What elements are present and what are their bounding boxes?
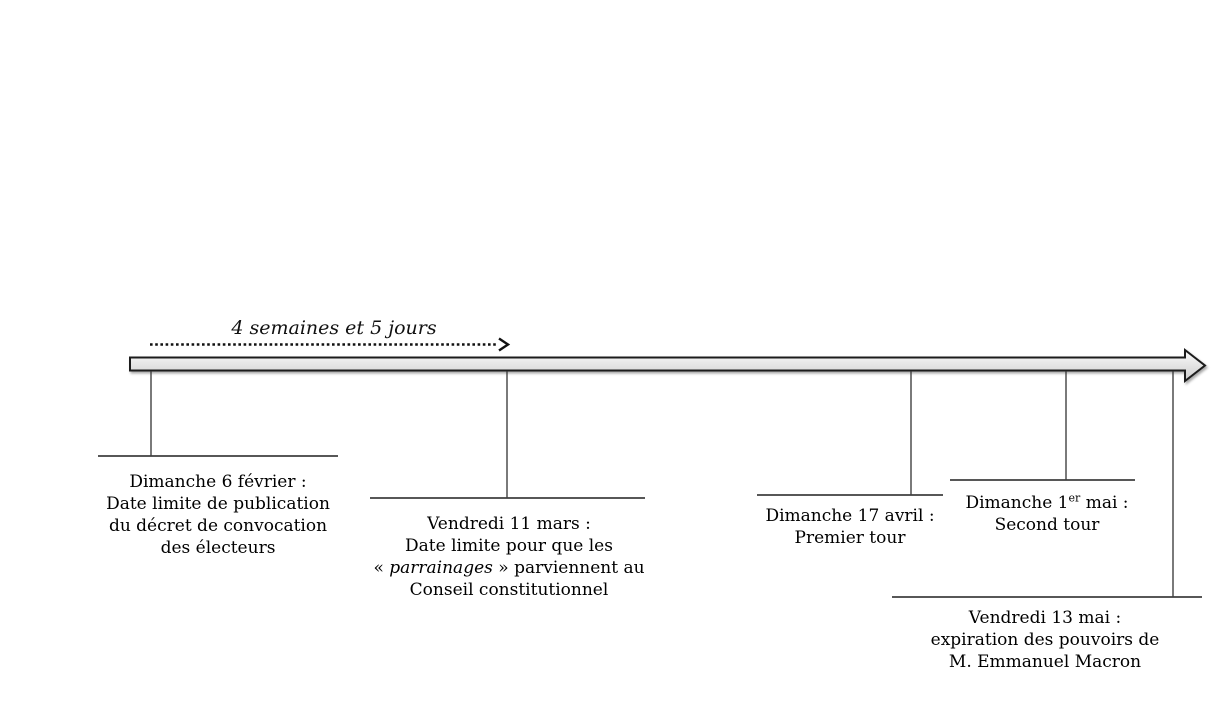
- event-text-line: M. Emmanuel Macron: [948, 652, 1142, 672]
- event-text-line: Premier tour: [794, 528, 906, 548]
- event-label-17-avril: Dimanche 17 avril : Premier tour: [765, 505, 934, 549]
- duration-label: 4 semaines et 5 jours: [231, 317, 437, 339]
- line-remainder: » parviennent au: [492, 558, 645, 578]
- event-label-1er-mai: Dimanche 1er mai : Second tour: [965, 492, 1128, 536]
- event-text-line: expiration des pouvoirs de: [930, 630, 1160, 650]
- event-text-line: Conseil constitutionnel: [409, 580, 609, 600]
- event-date-line: Dimanche 17 avril :: [765, 506, 935, 526]
- event-label-11-mars: Vendredi 11 mars : Date limite pour que …: [373, 513, 644, 601]
- timeline-arrow-bar: [129, 347, 1207, 384]
- date-prefix: Dimanche 1: [965, 493, 1069, 513]
- event-text-line: Date limite pour que les: [405, 536, 613, 556]
- parrainages-italic: parrainages: [389, 558, 493, 578]
- event-date-line: Dimanche 6 février :: [129, 472, 307, 492]
- event-text-line: des électeurs: [160, 538, 276, 558]
- event-text-line: du décret de convocation: [108, 516, 328, 536]
- event-text-line: Date limite de publication: [106, 494, 330, 514]
- event-label-13-mai: Vendredi 13 mai : expiration des pouvoir…: [931, 607, 1160, 673]
- event-date-line: Dimanche 1er mai :: [965, 492, 1128, 514]
- ordinal-superscript: er: [1068, 491, 1081, 505]
- event-text-line: Second tour: [994, 515, 1100, 535]
- date-suffix: mai :: [1080, 493, 1129, 513]
- event-label-6-fevrier: Dimanche 6 février : Date limite de publ…: [106, 471, 330, 559]
- event-text-line: « parrainages » parviennent au: [373, 557, 644, 579]
- guillemet-open: «: [373, 558, 390, 578]
- event-date-line: Vendredi 13 mai :: [968, 608, 1122, 628]
- event-date-line: Vendredi 11 mars :: [427, 514, 591, 534]
- duration-arrowhead-icon: [498, 337, 511, 352]
